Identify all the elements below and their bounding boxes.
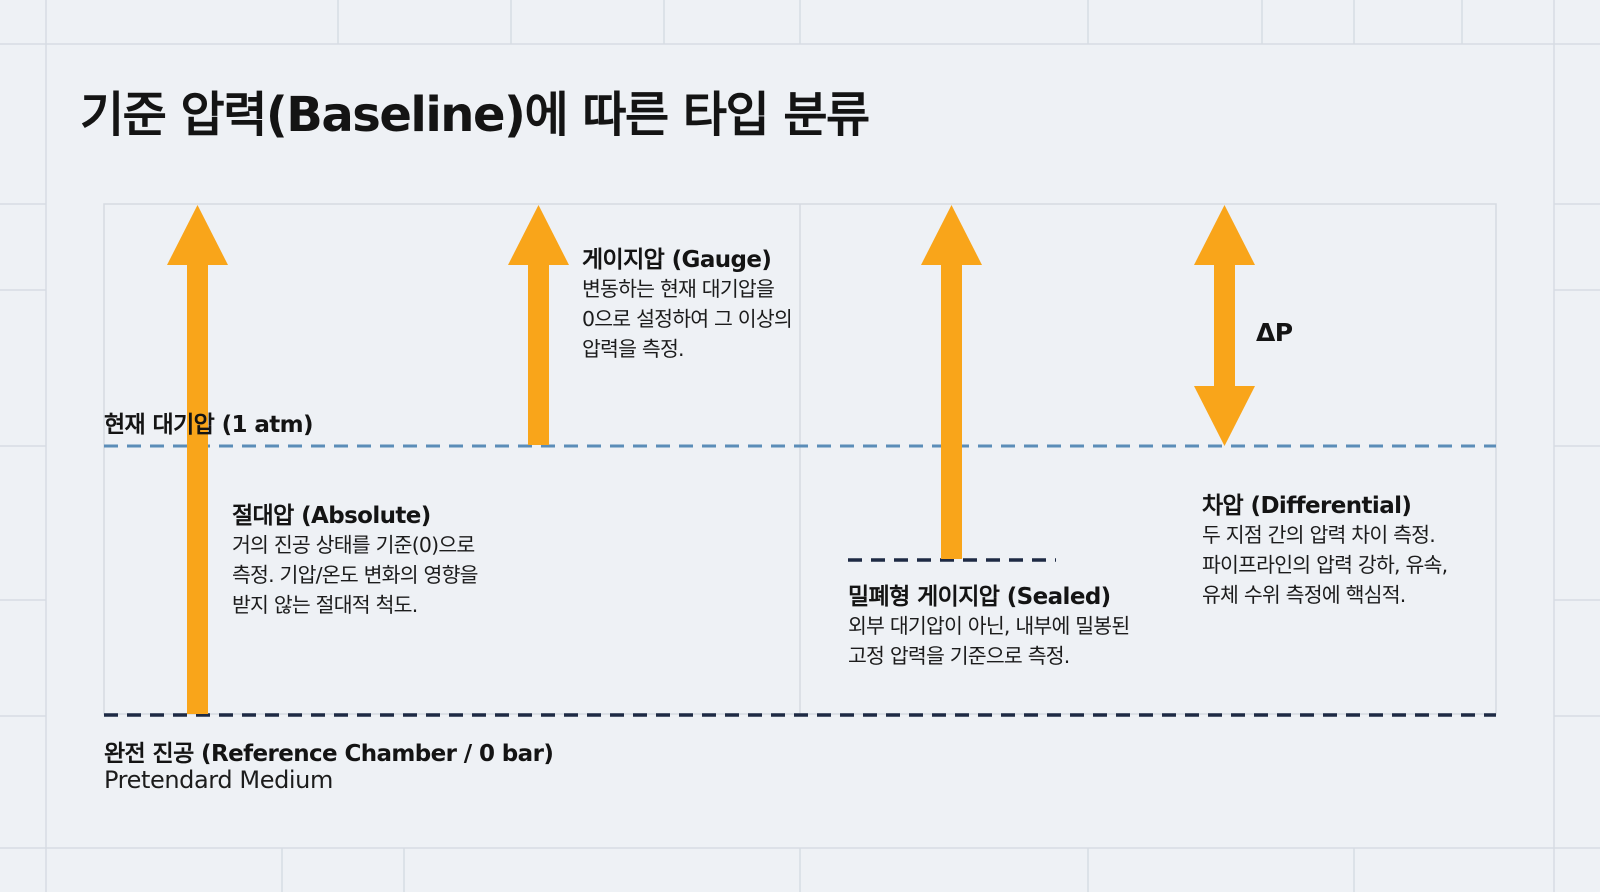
differential-description-line: 두 지점 간의 압력 차이 측정. [1202,523,1436,547]
differential-description-line: 유체 수위 측정에 핵심적. [1202,583,1406,607]
absolute-title: 절대압 (Absolute) [232,503,431,529]
sealed-description-line: 외부 대기압이 아닌, 내부에 밀봉된 [848,614,1130,638]
gauge-description: 변동하는 현재 대기압을 0으로 설정하여 그 이상의 압력을 측정. [582,274,793,364]
absolute-description-line: 거의 진공 상태를 기준(0)으로 [232,533,475,557]
sealed-description-line: 고정 압력을 기준으로 측정. [848,644,1070,668]
gauge-title: 게이지압 (Gauge) [582,247,772,273]
absolute-description-line: 받지 않는 절대적 척도. [232,593,418,617]
absolute-description-line: 측정. 기압/온도 변화의 영향을 [232,563,479,587]
sealed-arrow [921,205,982,559]
differential-description-line: 파이프라인의 압력 강하, 유속, [1202,553,1448,577]
gauge-arrow [508,205,569,445]
page-title: 기준 압력(Baseline)에 따른 타입 분류 [80,87,870,143]
diagram-frame [103,203,1497,715]
atmosphere-label: 현재 대기압 (1 atm) [104,412,314,438]
delta-p-symbol: ΔP [1256,318,1293,347]
gauge-description-line: 변동하는 현재 대기압을 [582,277,775,301]
differential-arrow [1194,205,1255,446]
gauge-description-line: 압력을 측정. [582,337,685,361]
vacuum-label: 완전 진공 (Reference Chamber / 0 bar) [104,741,554,767]
absolute-description: 거의 진공 상태를 기준(0)으로 측정. 기압/온도 변화의 영향을 받지 않… [232,530,479,620]
vacuum-note: Pretendard Medium [104,766,333,794]
sealed-description: 외부 대기압이 아닌, 내부에 밀봉된 고정 압력을 기준으로 측정. [848,611,1130,671]
differential-description: 두 지점 간의 압력 차이 측정. 파이프라인의 압력 강하, 유속, 유체 수… [1202,520,1448,610]
sealed-title: 밀폐형 게이지압 (Sealed) [848,584,1111,610]
gauge-description-line: 0으로 설정하여 그 이상의 [582,307,793,331]
absolute-arrow [167,205,228,714]
differential-title: 차압 (Differential) [1202,493,1412,519]
